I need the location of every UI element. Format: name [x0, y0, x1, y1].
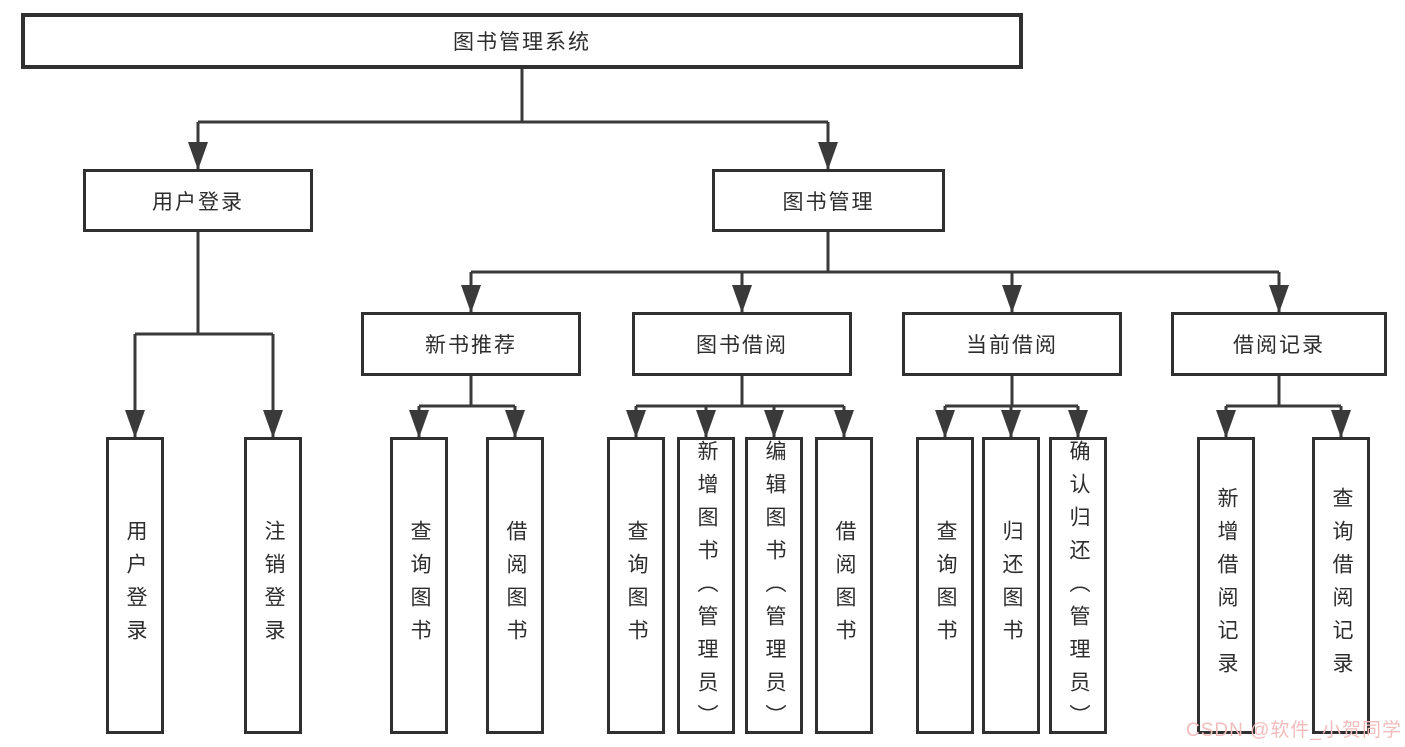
node-leaf-logout: 注销登录	[244, 437, 302, 734]
node-user-login: 用户登录	[83, 169, 313, 232]
node-leaf-query-books-recommend: 查询图书	[390, 437, 448, 734]
node-new-book-recommend: 新书推荐	[361, 312, 581, 376]
csdn-watermark: CSDN @软件_小贺同学	[1186, 720, 1402, 741]
node-leaf-query-books-borrowing: 查询图书	[607, 437, 665, 734]
node-leaf-return-books: 归还图书	[982, 437, 1040, 734]
node-leaf-add-books-admin: 新增图书（管理员）	[677, 437, 735, 737]
node-leaf-add-borrow-record: 新增借阅记录	[1197, 437, 1255, 734]
node-borrowing-records: 借阅记录	[1171, 312, 1387, 376]
node-book-management: 图书管理	[712, 169, 945, 232]
node-root-library-system: 图书管理系统	[21, 13, 1023, 69]
node-leaf-confirm-return-admin: 确认归还（管理员）	[1049, 437, 1107, 737]
node-current-borrowing: 当前借阅	[902, 312, 1122, 376]
node-leaf-borrow-books-recommend: 借阅图书	[486, 437, 544, 734]
node-leaf-edit-books-admin: 编辑图书（管理员）	[745, 437, 803, 737]
node-book-borrowing: 图书借阅	[632, 312, 852, 376]
node-leaf-user-login: 用户登录	[106, 437, 164, 734]
node-leaf-borrow-books: 借阅图书	[815, 437, 873, 734]
node-leaf-query-books-current: 查询图书	[916, 437, 974, 734]
node-leaf-query-borrow-record: 查询借阅记录	[1312, 437, 1370, 734]
